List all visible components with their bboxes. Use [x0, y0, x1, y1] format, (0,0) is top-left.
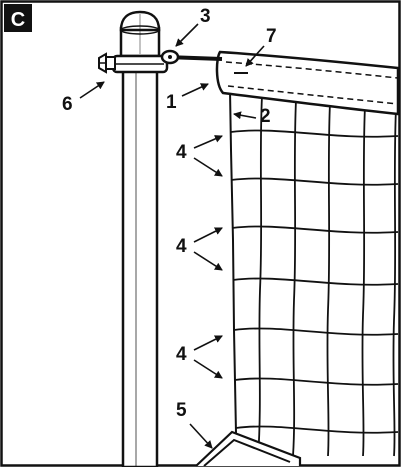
headband — [215, 50, 400, 116]
callout-4-upper: 4 — [176, 135, 223, 177]
net-hline — [233, 327, 399, 336]
net-hline — [231, 225, 399, 234]
net-vline — [292, 99, 297, 457]
net-vline — [257, 95, 263, 459]
callout-3: 3 — [175, 6, 211, 47]
svg-text:3: 3 — [200, 6, 211, 27]
callout-4-lower: 4 — [176, 335, 223, 379]
pole-cap — [119, 10, 161, 58]
svg-text:2: 2 — [260, 106, 271, 127]
net-hline — [232, 277, 399, 286]
panel-badge: C — [4, 4, 32, 32]
svg-text:5: 5 — [176, 400, 187, 421]
net-vline — [361, 105, 366, 457]
net-hline — [230, 129, 399, 138]
callout-5: 5 — [176, 400, 213, 449]
clamp-collar — [111, 49, 180, 74]
net-hline — [235, 425, 399, 434]
net-vline — [392, 107, 397, 457]
svg-text:4: 4 — [176, 344, 187, 365]
callout-1: 1 — [166, 83, 209, 113]
svg-text:4: 4 — [176, 236, 187, 257]
callout-6: 6 — [62, 81, 105, 115]
pole — [121, 58, 159, 467]
callout-2: 2 — [233, 106, 271, 127]
callout-7: 7 — [245, 26, 277, 67]
svg-text:1: 1 — [166, 92, 177, 113]
net-hline — [234, 377, 399, 386]
panel-badge-label: C — [11, 9, 25, 31]
net-left-edge — [229, 89, 237, 434]
svg-text:4: 4 — [176, 142, 187, 163]
net-vline — [326, 102, 331, 457]
callout-4-middle: 4 — [176, 227, 223, 271]
net-hline — [230, 177, 399, 186]
bottom-rope — [195, 430, 302, 467]
clamp-knob-icon — [98, 52, 116, 74]
svg-text:6: 6 — [62, 94, 73, 115]
svg-text:7: 7 — [266, 26, 277, 47]
net — [229, 89, 399, 459]
